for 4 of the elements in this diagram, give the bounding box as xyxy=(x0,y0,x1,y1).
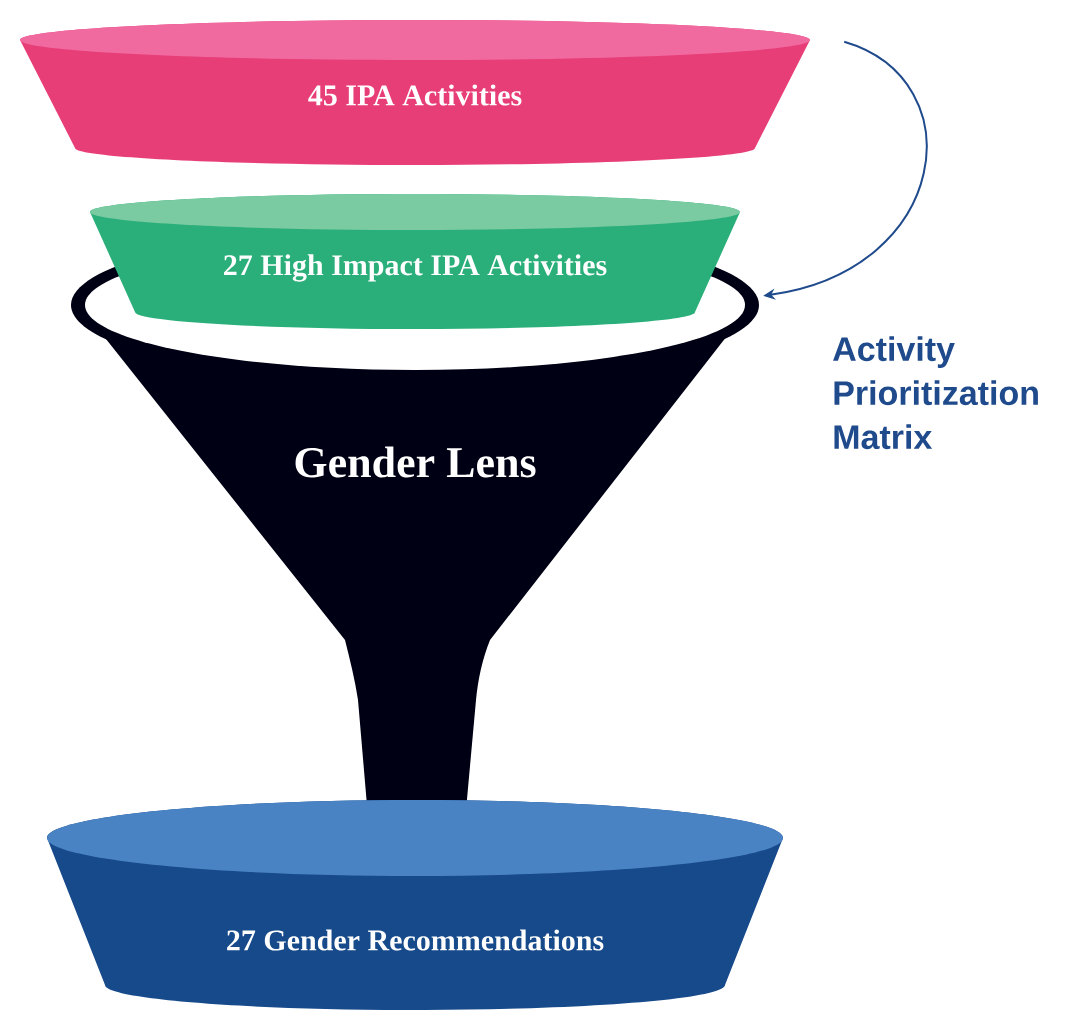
edge-label: Activity Prioritization Matrix xyxy=(833,336,1038,450)
funnel-tier: 27 Gender Recommendations xyxy=(47,800,783,1010)
funnel-tier: 27 High Impact IPA Activities xyxy=(90,194,740,329)
funnel-tier: 45 IPA Activities xyxy=(20,20,810,165)
